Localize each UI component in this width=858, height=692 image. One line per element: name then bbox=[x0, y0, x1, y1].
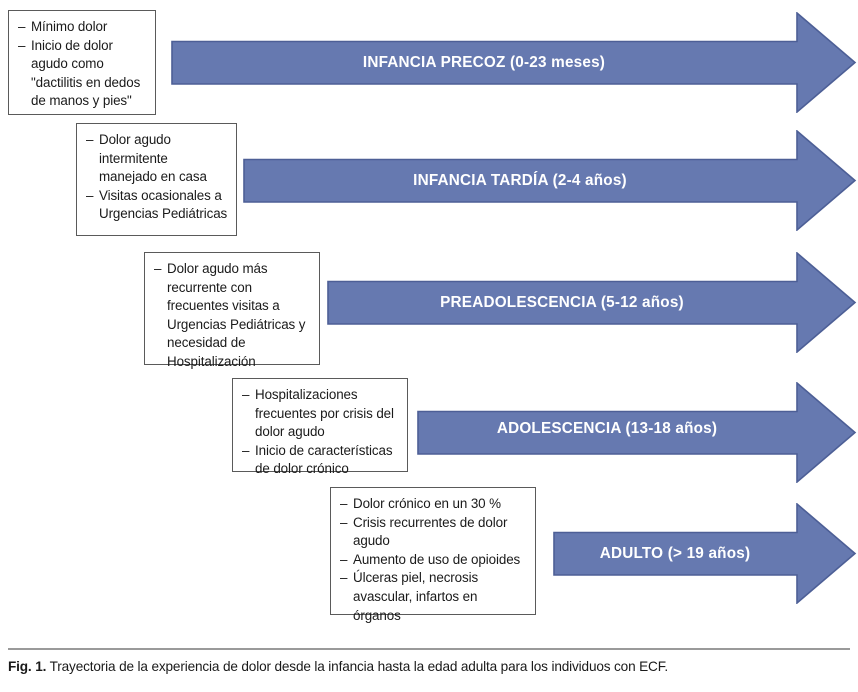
list-item: Crisis recurrentes de dolor agudo bbox=[340, 514, 527, 551]
list-item: Aumento de uso de opioides bbox=[340, 551, 527, 570]
callout-list: Mínimo dolor Inicio de dolor agudo como … bbox=[18, 18, 147, 111]
list-item: Dolor crónico en un 30 % bbox=[340, 495, 527, 514]
callout-list: Dolor crónico en un 30 % Crisis recurren… bbox=[340, 495, 527, 625]
arrow-label-adulto: ADULTO (> 19 años) bbox=[599, 545, 751, 562]
list-item: Dolor agudo más recurrente con frecuente… bbox=[154, 260, 311, 372]
callout-preadolescencia: Dolor agudo más recurrente con frecuente… bbox=[144, 252, 320, 369]
list-item: Visitas ocasionales a Urgencias Pediátri… bbox=[86, 187, 228, 224]
figure-number: Fig. 1. bbox=[8, 659, 47, 674]
list-item: Dolor agudo intermitente manejado en cas… bbox=[86, 131, 228, 187]
callout-adolescencia: Hospitalizaciones frecuentes por crisis … bbox=[232, 378, 408, 476]
list-item: Mínimo dolor bbox=[18, 18, 147, 37]
arrow-adolescencia bbox=[417, 382, 857, 483]
list-item: Inicio de características de dolor cróni… bbox=[242, 442, 399, 479]
list-item: Úlceras piel, necrosis avascular, infart… bbox=[340, 569, 527, 625]
caption-divider bbox=[8, 648, 850, 650]
arrow-label-infancia-precoz: INFANCIA PRECOZ (0-23 meses) bbox=[362, 54, 606, 71]
callout-adulto: Dolor crónico en un 30 % Crisis recurren… bbox=[330, 487, 536, 623]
figure-caption-text: Trayectoria de la experiencia de dolor d… bbox=[49, 659, 669, 674]
callout-list: Dolor agudo intermitente manejado en cas… bbox=[86, 131, 228, 224]
callout-list: Hospitalizaciones frecuentes por crisis … bbox=[242, 386, 399, 479]
callout-list: Dolor agudo más recurrente con frecuente… bbox=[154, 260, 311, 372]
arrow-label-infancia-tardia: INFANCIA TARDÍA (2-4 años) bbox=[413, 172, 627, 189]
list-item: Inicio de dolor agudo como "dactilitis e… bbox=[18, 37, 147, 111]
figure-caption: Fig. 1. Trayectoria de la experiencia de… bbox=[8, 657, 852, 677]
arrow-preadolescencia bbox=[327, 252, 857, 353]
callout-infancia-precoz: Mínimo dolor Inicio de dolor agudo como … bbox=[8, 10, 156, 115]
arrow-label-preadolescencia: PREADOLESCENCIA (5-12 años) bbox=[440, 294, 684, 311]
callout-infancia-tardia: Dolor agudo intermitente manejado en cas… bbox=[76, 123, 237, 236]
arrow-label-adolescencia: ADOLESCENCIA (13-18 años) bbox=[496, 420, 718, 437]
list-item: Hospitalizaciones frecuentes por crisis … bbox=[242, 386, 399, 442]
arrow-infancia-precoz bbox=[171, 12, 857, 113]
arrow-adulto bbox=[553, 503, 857, 604]
arrow-infancia-tardia bbox=[243, 130, 857, 231]
